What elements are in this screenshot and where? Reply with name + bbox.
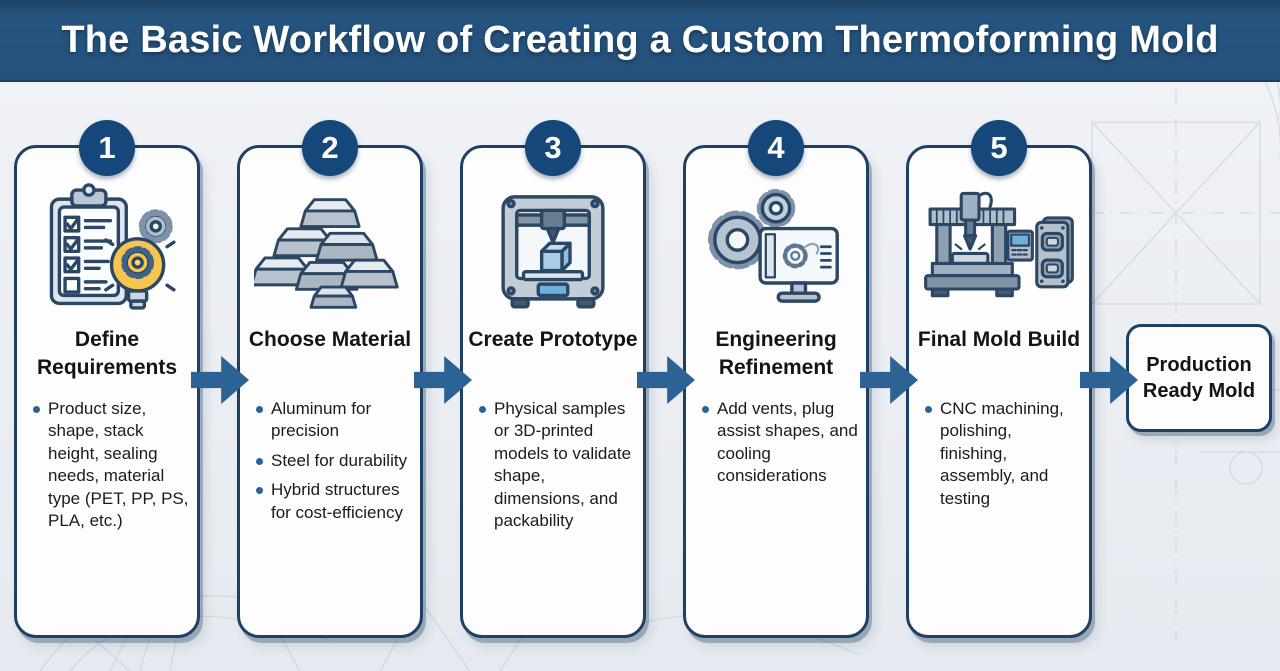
page-title: The Basic Workflow of Creating a Custom …: [61, 18, 1219, 61]
step-card-4: 4 E: [683, 120, 869, 638]
bullet-item: Hybrid structures for cost-efficiency: [254, 479, 414, 524]
gears-cad-monitor-icon: [686, 176, 866, 321]
step-4-number-badge: 4: [748, 120, 804, 176]
step-card-5: 5: [906, 120, 1092, 638]
bullet-item: Add vents, plug assist shapes, and cooli…: [700, 398, 860, 488]
output-label: Production Ready Mold: [1142, 354, 1256, 402]
step-number: 1: [98, 130, 116, 165]
step-number: 5: [990, 130, 1008, 165]
title-bar: The Basic Workflow of Creating a Custom …: [0, 0, 1280, 82]
step-3-number-badge: 3: [525, 120, 581, 176]
step-1-number-badge: 1: [79, 120, 135, 176]
metal-ingots-icon: [240, 176, 420, 321]
step-bullets: Product size, shape, stack height, seali…: [31, 398, 191, 540]
step-title: Define Requirements: [36, 328, 178, 379]
cnc-machine-mold-icon: [909, 176, 1089, 321]
step-bullets: Aluminum for precision Steel for durabil…: [254, 398, 414, 531]
step-2-number-badge: 2: [302, 120, 358, 176]
step-title: Choose Material: [248, 328, 412, 351]
step-card-2: 2 Choose Material Aluminum for p: [237, 120, 423, 638]
production-ready-mold-box: Production Ready Mold: [1126, 324, 1272, 432]
bullet-item: Steel for durability: [254, 450, 414, 472]
step-bullets: Add vents, plug assist shapes, and cooli…: [700, 398, 860, 495]
clipboard-checklist-lightbulb-icon: [17, 176, 197, 321]
step-number: 4: [767, 130, 785, 165]
step-number: 3: [544, 130, 562, 165]
step-title: Engineering Refinement: [715, 328, 837, 379]
step-card-1: 1: [14, 120, 200, 638]
step-bullets: Physical samples or 3D-printed models to…: [477, 398, 637, 540]
step-number: 2: [321, 130, 339, 165]
3d-printer-icon: [463, 176, 643, 321]
step-bullets: CNC machining, polishing, finishing, ass…: [923, 398, 1083, 517]
bullet-item: CNC machining, polishing, finishing, ass…: [923, 398, 1083, 510]
step-5-number-badge: 5: [971, 120, 1027, 176]
bullet-item: Product size, shape, stack height, seali…: [31, 398, 191, 533]
step-card-3: 3 Create Prototype Phys: [460, 120, 646, 638]
step-title: Final Mold Build: [917, 328, 1081, 351]
bullet-item: Aluminum for precision: [254, 398, 414, 443]
step-title: Create Prototype: [468, 328, 638, 351]
bullet-item: Physical samples or 3D-printed models to…: [477, 398, 637, 533]
